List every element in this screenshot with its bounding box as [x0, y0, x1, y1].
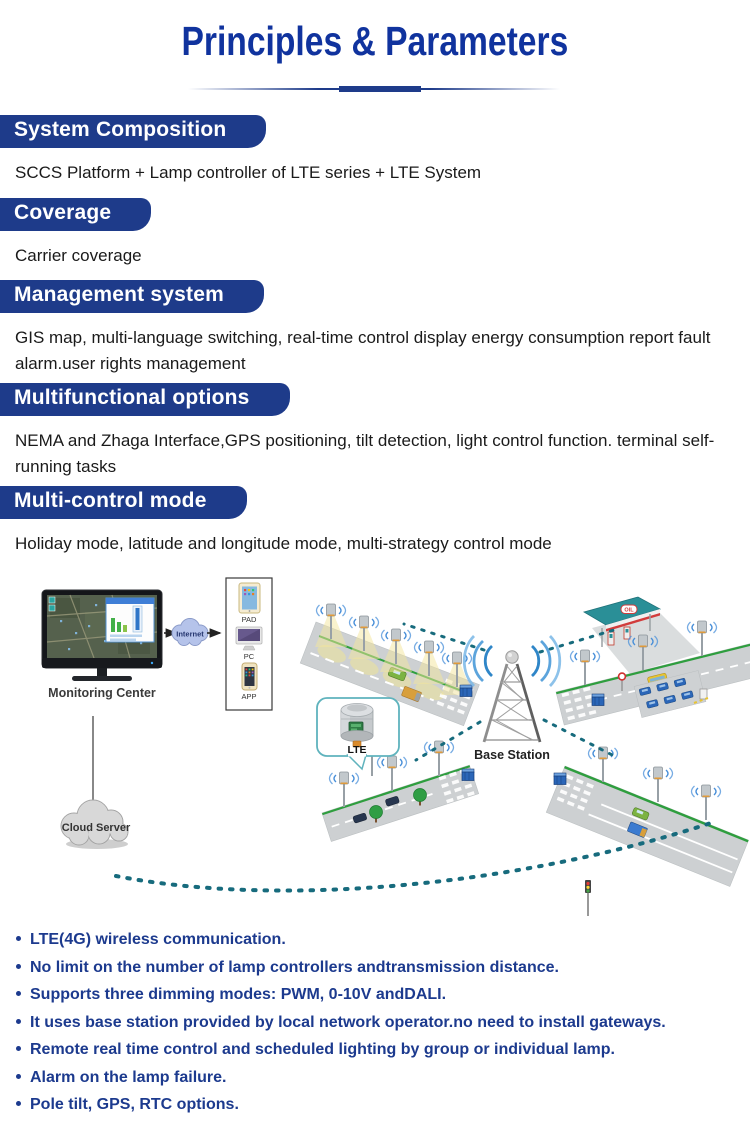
road-bottom-center: [321, 740, 480, 842]
traffic-light-icon: [585, 880, 591, 916]
desktop-icon: [235, 626, 263, 651]
section-management-system: Management system GIS map, multi-languag…: [0, 280, 750, 377]
section-body: NEMA and Zhaga Interface,GPS positioning…: [15, 431, 715, 476]
page-title-text: Principles & Parameters: [181, 18, 569, 64]
road-bottom-right: [545, 746, 749, 916]
monitoring-center-label: Monitoring Center: [48, 686, 156, 700]
feature-text: Supports three dimming modes: PWM, 0-10V…: [30, 986, 447, 1003]
section-body: GIS map, multi-language switching, real-…: [15, 328, 711, 373]
parking-lot: [633, 670, 709, 718]
feature-item: No limit on the number of lamp controlle…: [16, 954, 666, 982]
bullet-dot: [16, 1018, 21, 1024]
divider-bar: [339, 86, 421, 92]
pad-label: PAD: [242, 615, 257, 624]
power-cabinet-icon: [461, 768, 475, 781]
title-divider: [0, 84, 750, 94]
bullet-dot: [16, 1101, 21, 1106]
cloud-server-icon: Cloud Server: [60, 799, 131, 849]
section-header: Management system: [0, 280, 264, 313]
street-lamp-icon: [376, 755, 408, 792]
feature-item: Remote real time control and scheduled l…: [16, 1036, 666, 1064]
section-coverage: Coverage Carrier coverage: [0, 198, 750, 269]
section-body: Carrier coverage: [15, 246, 142, 265]
power-cabinet-icon: [459, 684, 473, 697]
base-station-label: Base Station: [474, 748, 550, 762]
section-header: System Composition: [0, 115, 267, 148]
feature-text: No limit on the number of lamp controlle…: [30, 958, 559, 976]
street-lamp-icon: [328, 771, 360, 808]
section-header: Multifunctional options: [0, 383, 290, 416]
bullet-dot: [16, 963, 21, 969]
feature-item: Supports three dimming modes: PWM, 0-10V…: [16, 981, 666, 1009]
oil-sign-text: OIL: [624, 608, 634, 614]
feature-item: It uses base station provided by local n…: [16, 1009, 666, 1037]
feature-text: Pole tilt, GPS, RTC options.: [30, 1096, 239, 1113]
bullet-dot: [16, 936, 21, 941]
power-cabinet-icon: [591, 693, 605, 706]
street-lamp-icon: [587, 746, 619, 783]
feature-text: Remote real time control and scheduled l…: [30, 1041, 615, 1058]
base-station-icon: Base Station: [462, 635, 562, 762]
bullet-dot: [16, 1073, 21, 1079]
feature-text: LTE(4G) wireless communication.: [30, 931, 286, 948]
street-lamp-icon: [569, 649, 601, 686]
feature-text: It uses base station provided by local n…: [30, 1013, 666, 1031]
power-cabinet-icon: [553, 772, 567, 785]
stop-sign-icon: [617, 672, 627, 691]
section-body: SCCS Platform + Lamp controller of LTE s…: [15, 163, 482, 182]
section-header: Coverage: [0, 198, 152, 231]
lte-controller-icon: [340, 703, 374, 748]
road-top-right: OIL: [555, 596, 750, 726]
feature-text: Alarm on the lamp failure.: [30, 1068, 227, 1086]
bullet-dot: [16, 1046, 21, 1051]
street-lamp-icon: [690, 784, 722, 821]
road-top-left: [299, 604, 480, 727]
street-lamp-icon: [423, 740, 455, 777]
pc-label: PC: [244, 652, 255, 661]
phone-icon: [241, 662, 258, 691]
section-multi-control-mode: Multi-control mode Holiday mode, latitud…: [0, 486, 750, 557]
app-label: APP: [241, 692, 256, 701]
street-lamp-icon: [642, 766, 674, 803]
internet-cloud-icon: Internet: [171, 618, 209, 646]
system-diagram: OIL: [0, 570, 750, 925]
section-header: Multi-control mode: [0, 486, 247, 519]
lte-label: LTE: [347, 744, 366, 756]
bullet-dot: [16, 991, 21, 996]
feature-item: LTE(4G) wireless communication.: [16, 926, 666, 954]
dashboard-panel: [105, 597, 155, 643]
section-body: Holiday mode, latitude and longitude mod…: [15, 534, 552, 553]
signal-dashes: [114, 622, 716, 893]
feature-list: LTE(4G) wireless communication. No limit…: [16, 926, 666, 1119]
feature-item: Pole tilt, GPS, RTC options.: [16, 1091, 666, 1119]
monitor-icon: Monitoring Center: [41, 589, 163, 700]
section-system-composition: System Composition SCCS Platform + Lamp …: [0, 115, 750, 186]
tablet-icon: [238, 582, 261, 614]
page-title: Principles & Parameters: [0, 18, 750, 65]
feature-item: Alarm on the lamp failure.: [16, 1064, 666, 1092]
cloud-server-label: Cloud Server: [62, 822, 131, 834]
section-multifunctional-options: Multifunctional options NEMA and Zhaga I…: [0, 383, 750, 480]
internet-label: Internet: [176, 630, 204, 639]
gas-station-icon: OIL: [582, 596, 662, 647]
lte-callout: LTE: [316, 697, 400, 777]
client-devices-panel: PAD PC APP: [225, 577, 273, 711]
